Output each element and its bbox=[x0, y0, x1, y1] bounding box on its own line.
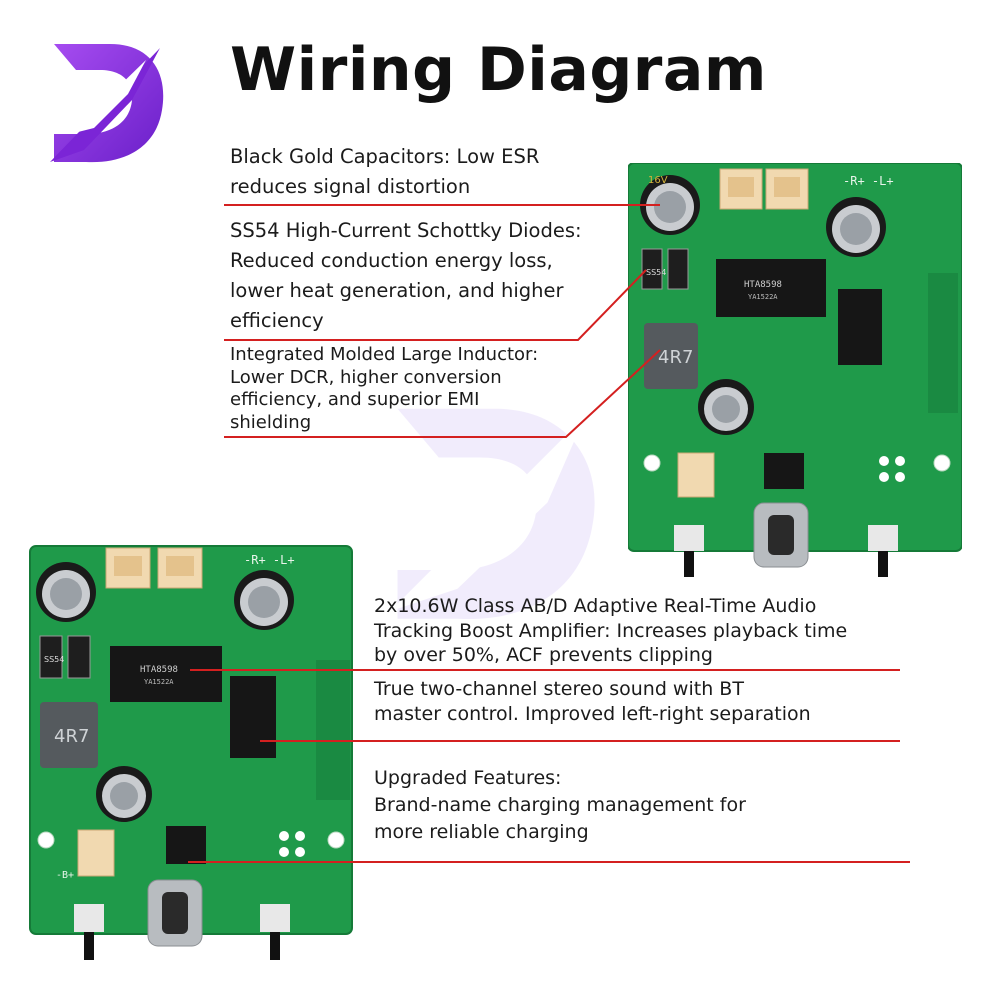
annotation-line: Lower DCR, higher conversion bbox=[230, 366, 502, 388]
annotation-line: Upgraded Features: bbox=[374, 767, 562, 789]
annotation-line: by over 50%, ACF prevents clipping bbox=[374, 644, 713, 666]
diode-label: SS54 bbox=[44, 655, 64, 664]
chip-sub-label: YA1522A bbox=[748, 293, 778, 301]
annotation-line: efficiency bbox=[230, 309, 324, 332]
inductor-label: 4R7 bbox=[658, 347, 693, 368]
annotation-amplifier: 2x10.6W Class AB/D Adaptive Real-Time Au… bbox=[374, 594, 847, 668]
annotation-line: Brand-name charging management for bbox=[374, 794, 746, 816]
annotation-capacitors: Black Gold Capacitors: Low ESR reduces s… bbox=[230, 142, 539, 202]
silk-label: -R+ -L+ bbox=[244, 553, 295, 567]
annotation-line: True two-channel stereo sound with BT bbox=[374, 678, 744, 700]
annotation-charging: Upgraded Features: Brand-name charging m… bbox=[374, 765, 746, 846]
chip-label: HTA8598 bbox=[744, 280, 782, 290]
annotation-line: SS54 High-Current Schottky Diodes: bbox=[230, 219, 582, 242]
brand-logo-icon bbox=[50, 44, 164, 163]
silk-label: -R+ -L+ bbox=[843, 174, 894, 188]
chip-sub-label: YA1522A bbox=[144, 678, 174, 686]
logo-watermark bbox=[390, 408, 595, 620]
annotation-stereo: True two-channel stereo sound with BT ma… bbox=[374, 677, 811, 726]
annotation-line: Integrated Molded Large Inductor: bbox=[230, 344, 539, 365]
annotation-line: reduces signal distortion bbox=[230, 175, 471, 198]
annotation-diodes: SS54 High-Current Schottky Diodes: Reduc… bbox=[230, 216, 582, 336]
chip-label: HTA8598 bbox=[140, 665, 178, 675]
annotation-line: Black Gold Capacitors: Low ESR bbox=[230, 145, 540, 168]
inductor-label: 4R7 bbox=[54, 726, 89, 747]
annotation-line: Reduced conduction energy loss, bbox=[230, 249, 553, 272]
pcb-board-top: -R+ -L+ 16V SS54 HTA8598 YA1522A 4R7 bbox=[628, 163, 962, 577]
silk-label-b: -B+ bbox=[56, 870, 74, 881]
annotation-line: master control. Improved left-right sepa… bbox=[374, 702, 811, 725]
annotation-line: lower heat generation, and higher bbox=[230, 279, 564, 302]
annotation-line: efficiency, and superior EMI bbox=[230, 389, 480, 410]
annotation-line: shielding bbox=[230, 411, 312, 433]
annotation-line: more reliable charging bbox=[374, 821, 589, 843]
pcb-board-bottom: -R+ -L+ SS54 HTA8598 YA1522A 4R7 -B+ bbox=[29, 545, 353, 960]
cap-label: 16V bbox=[648, 175, 668, 186]
annotation-inductor: Integrated Molded Large Inductor: Lower … bbox=[230, 344, 538, 434]
annotation-line: Tracking Boost Amplifier: Increases play… bbox=[374, 619, 848, 642]
annotation-line: 2x10.6W Class AB/D Adaptive Real-Time Au… bbox=[374, 595, 817, 617]
page-title: Wiring Diagram bbox=[230, 35, 767, 105]
diode-label: SS54 bbox=[646, 268, 666, 277]
